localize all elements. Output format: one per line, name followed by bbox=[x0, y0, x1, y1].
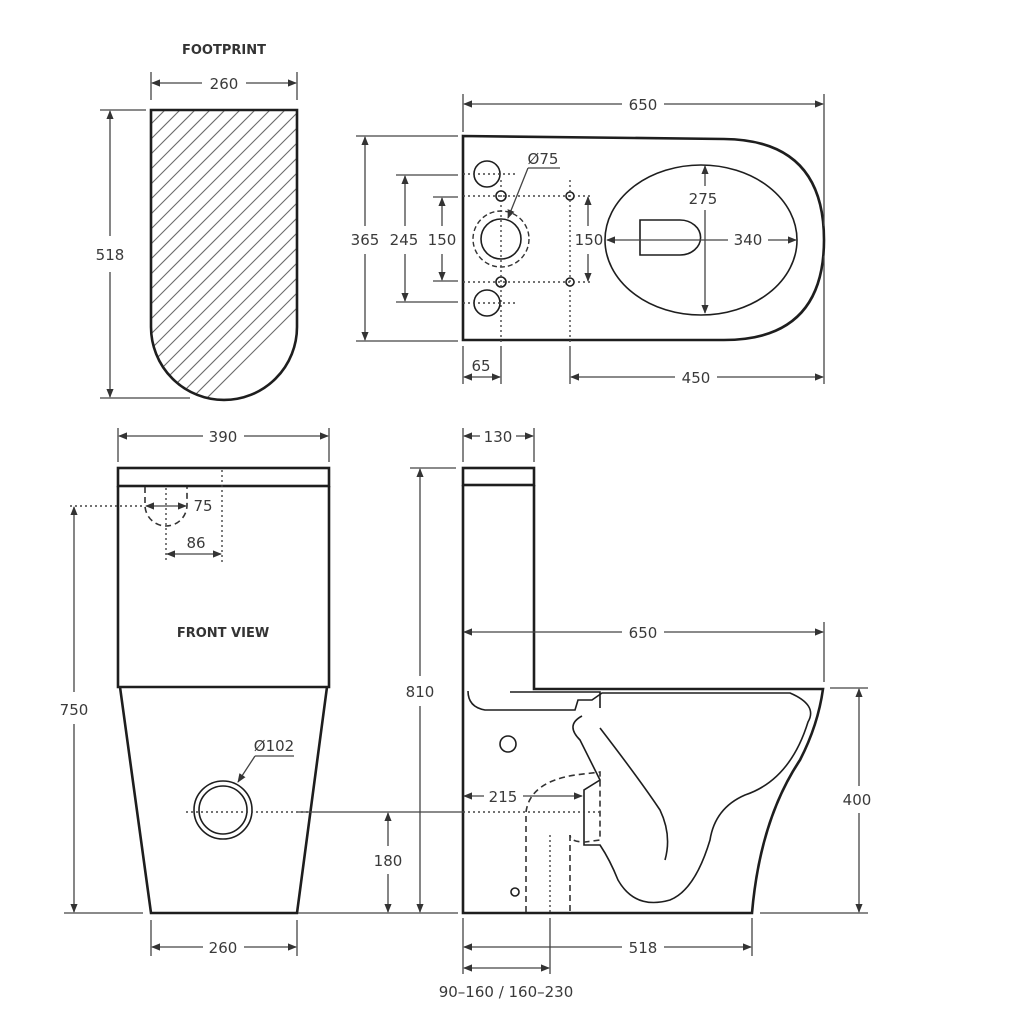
side-view: 130 650 810 180 215 400 518 90–1 bbox=[298, 428, 871, 1001]
side-length-label: 650 bbox=[629, 624, 658, 642]
front-view: 75 86 FRONT VIEW 390 750 Ø102 260 bbox=[60, 428, 331, 957]
inlet-diameter-label: Ø75 bbox=[528, 150, 559, 168]
pan-body bbox=[118, 686, 329, 915]
bowl-length-label: 340 bbox=[734, 231, 763, 249]
bowl-width-label: 275 bbox=[689, 190, 718, 208]
inlet-offset-label: 65 bbox=[471, 357, 490, 375]
fixing-spacing-left-label: 150 bbox=[428, 231, 457, 249]
cistern-body bbox=[116, 486, 331, 689]
top-length-label: 650 bbox=[629, 96, 658, 114]
height-to-inlet-label: 750 bbox=[60, 701, 89, 719]
cistern-hole-upper bbox=[473, 160, 501, 188]
front-inlet-offset-label: 86 bbox=[186, 534, 205, 552]
footprint-title: FOOTPRINT bbox=[182, 43, 266, 58]
waste-connector bbox=[525, 771, 601, 912]
footprint-view: FOOTPRINT bbox=[96, 43, 299, 402]
set-out-range-label: 90–160 / 160–230 bbox=[439, 983, 574, 1001]
outlet-inner bbox=[198, 785, 248, 835]
cistern-lid bbox=[116, 466, 331, 488]
front-inlet-width-label: 75 bbox=[193, 497, 212, 515]
side-inlet-hole bbox=[499, 735, 517, 753]
outlet-offset-label: 215 bbox=[489, 788, 518, 806]
fixing-to-front-label: 450 bbox=[682, 369, 711, 387]
inlet-hole bbox=[480, 218, 522, 260]
waste-opening bbox=[639, 219, 702, 256]
base-width-label: 260 bbox=[209, 939, 238, 957]
seat-height-label: 400 bbox=[843, 791, 872, 809]
side-cistern-lid bbox=[461, 466, 536, 487]
inlet-cutout bbox=[144, 487, 188, 527]
outer-hole-spacing-label: 245 bbox=[390, 231, 419, 249]
top-view: Ø75 650 365 245 150 150 275 bbox=[351, 94, 826, 387]
rim-channel bbox=[510, 691, 601, 708]
front-view-title: FRONT VIEW bbox=[177, 626, 269, 641]
top-outline bbox=[461, 134, 826, 342]
outlet-diameter-label: Ø102 bbox=[254, 737, 294, 755]
side-fixing-hole bbox=[510, 887, 520, 897]
footprint-width-label: 260 bbox=[210, 75, 239, 93]
base-length-label: 518 bbox=[629, 939, 658, 957]
cistern-width-label: 390 bbox=[209, 428, 238, 446]
top-width-label: 365 bbox=[351, 231, 380, 249]
overall-height-label: 810 bbox=[406, 683, 435, 701]
outlet-outer bbox=[193, 780, 253, 840]
cistern-depth-label: 130 bbox=[484, 428, 513, 446]
bowl-trapway bbox=[467, 690, 812, 904]
bowl-opening bbox=[604, 164, 798, 316]
outlet-height-label: 180 bbox=[374, 852, 403, 870]
cistern-hole-lower bbox=[473, 289, 501, 317]
footprint-outline bbox=[149, 108, 299, 402]
footprint-depth-label: 518 bbox=[96, 246, 125, 264]
fixing-spacing-right-label: 150 bbox=[575, 231, 604, 249]
side-body bbox=[461, 485, 825, 915]
trapway-inner bbox=[599, 727, 669, 861]
